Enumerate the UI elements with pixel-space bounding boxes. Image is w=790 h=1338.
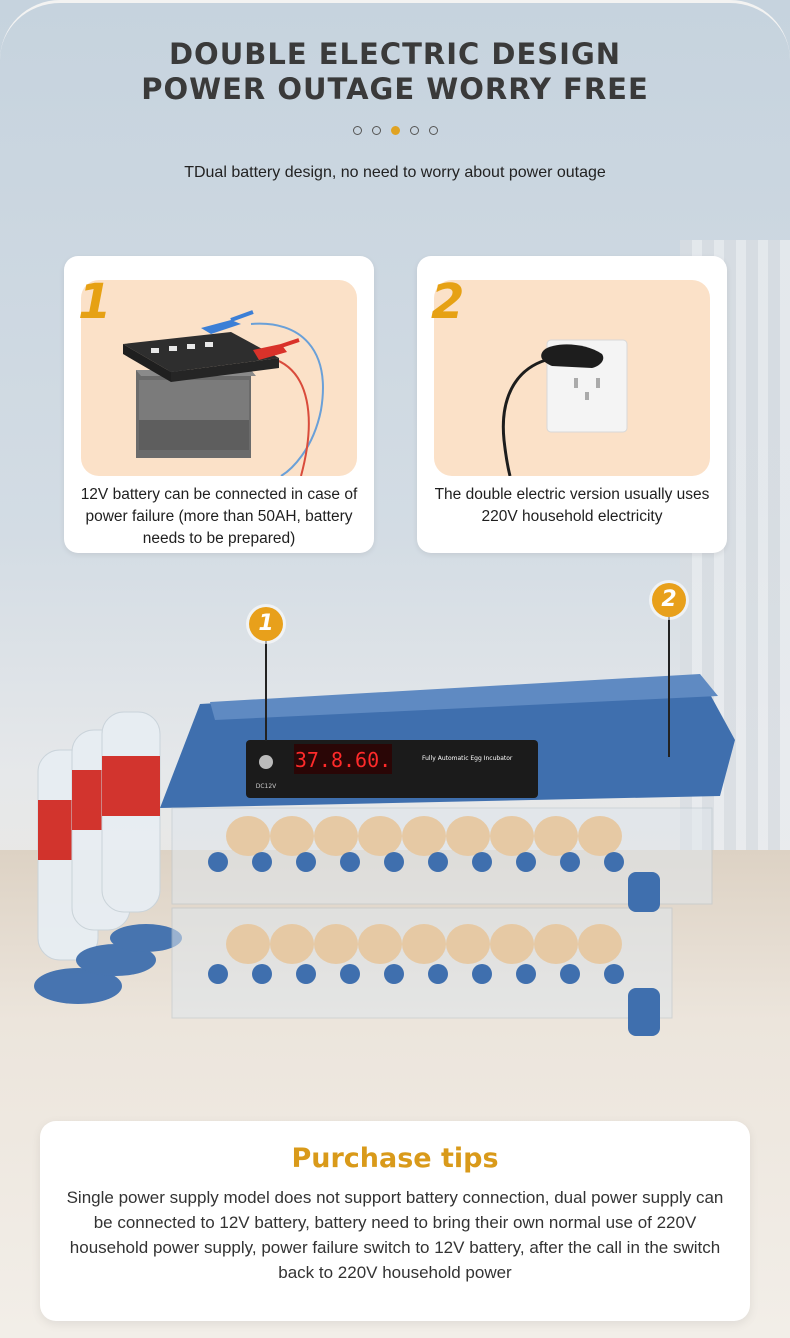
top-arc-border	[0, 0, 790, 120]
callout-leader-2	[668, 617, 670, 757]
subtitle: TDual battery design, no need to worry a…	[184, 164, 606, 181]
tips-body: Single power supply model does not suppo…	[66, 1188, 724, 1282]
purchase-tips-panel: Purchase tips Single power supply model …	[40, 1121, 750, 1321]
battery-illustration	[81, 280, 357, 476]
svg-text:Fully Automatic Egg Incubator: Fully Automatic Egg Incubator	[422, 755, 513, 762]
power-plug-icon	[501, 339, 628, 476]
headline-line-1: DOUBLE ELECTRIC DESIGN	[168, 37, 622, 71]
socket-illustration	[434, 280, 710, 476]
carousel-dot-2[interactable]	[371, 126, 381, 135]
carousel-dot-1[interactable]	[352, 126, 362, 135]
callout-leader-1	[265, 641, 267, 741]
carousel-dot-3-active[interactable]	[390, 126, 400, 135]
carousel-dot-5[interactable]	[428, 126, 438, 135]
feature-card-battery: 1 12V battery can be connected in case o…	[64, 256, 374, 553]
carousel-dot-4[interactable]	[409, 126, 419, 135]
egg-incubator-illustration: 37.8.60. DC12V Fully Automatic Egg Incub…	[34, 674, 735, 1036]
feature-card-household-power: 2 The double electric version usually us…	[417, 256, 727, 553]
tips-title: Purchase tips	[291, 1143, 499, 1174]
card-number: 2	[431, 274, 465, 330]
card-description: The double electric version usually uses…	[434, 486, 710, 525]
card-number: 1	[78, 274, 112, 330]
water-bottles	[34, 711, 182, 1004]
carousel-dots	[0, 126, 790, 135]
callout-marker-1[interactable]: 1	[249, 607, 283, 641]
svg-text:DC12V: DC12V	[256, 783, 277, 790]
card-description: 12V battery can be connected in case of …	[80, 486, 358, 547]
car-battery-icon	[123, 310, 324, 476]
svg-text:37.8.60.: 37.8.60.	[295, 748, 391, 772]
headline-line-2: POWER OUTAGE WORRY FREE	[141, 72, 649, 106]
callout-marker-2[interactable]: 2	[652, 583, 686, 617]
